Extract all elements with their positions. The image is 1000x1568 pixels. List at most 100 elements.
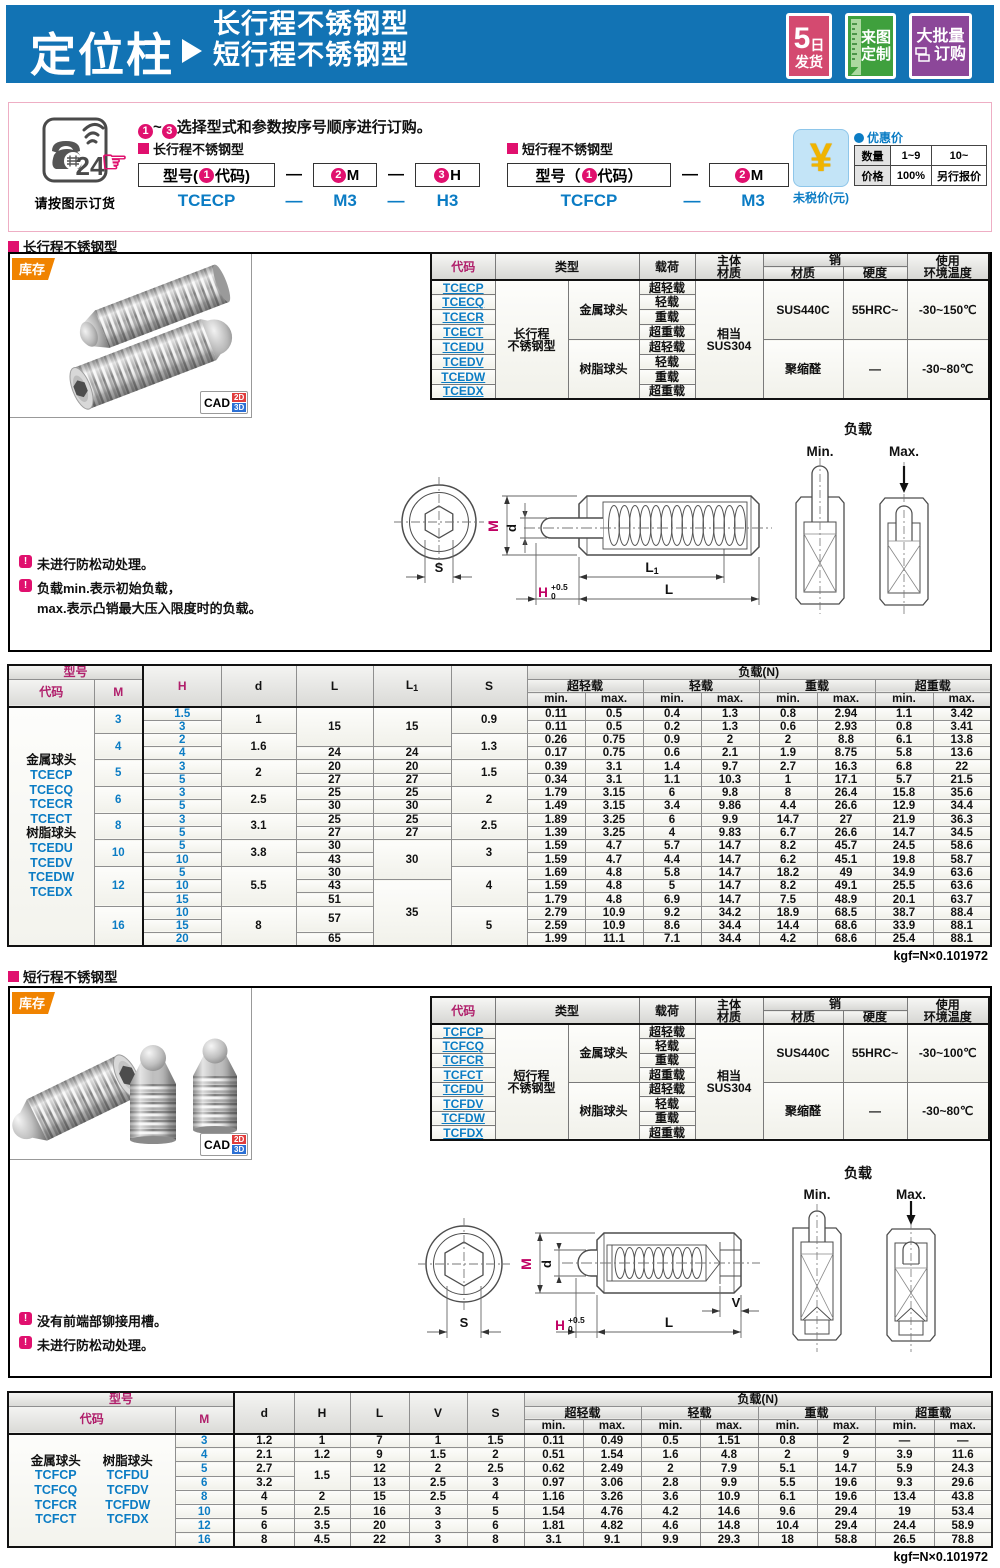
spec-load-cell: 超重载: [638, 324, 696, 341]
table-cell: 5: [233, 1503, 295, 1520]
product-code-link[interactable]: TCFDW: [105, 1497, 151, 1512]
product-code-link[interactable]: TCECQ: [29, 782, 74, 797]
cad-3d-tag[interactable]: 3D: [232, 403, 247, 412]
table-cell: 8: [220, 905, 297, 947]
table-cell: 4.6: [640, 1518, 701, 1534]
table-cell: 1.59: [526, 879, 586, 894]
product-code-link[interactable]: TCFDV: [106, 1482, 149, 1497]
product-code-link[interactable]: TCFCR: [34, 1497, 77, 1512]
product-code-link[interactable]: TCEDX: [442, 384, 484, 399]
svg-text:Min.: Min.: [807, 444, 834, 459]
table-cell: 33.9: [874, 918, 934, 934]
product-code-link[interactable]: TCFCQ: [34, 1482, 78, 1497]
product-code-link[interactable]: TCEDW: [28, 870, 75, 885]
ball-type-label: 树脂球头: [26, 826, 77, 841]
discount-price-legend: 优惠价: [854, 129, 903, 146]
table-cell: 1.3: [700, 705, 760, 721]
table-cell: 1.3: [450, 732, 528, 761]
square-bullet-icon: [138, 143, 149, 154]
table-cell: 5: [142, 799, 222, 814]
product-code-link[interactable]: TCFDX: [106, 1512, 149, 1527]
table-cell: 0.11: [526, 705, 586, 721]
table-cell: 45.1: [816, 852, 876, 867]
table-cell: 9.6: [757, 1503, 818, 1520]
table-cell: 12: [349, 1461, 410, 1477]
product-code-link[interactable]: TCFDX: [443, 1125, 484, 1140]
product-code-link[interactable]: TCECP: [442, 280, 484, 295]
table-cell: —: [933, 1432, 993, 1449]
price-tier-table: 数量 1~9 10~ 价格 100% 另行报价: [854, 145, 987, 186]
product-code-link[interactable]: TCFDV: [443, 1096, 484, 1111]
product-code-link[interactable]: TCEDX: [30, 884, 73, 899]
product-code-link[interactable]: TCEDV: [442, 354, 484, 369]
table-cell: 4.82: [582, 1518, 642, 1534]
spec-type-cell: 长行程不锈钢型: [494, 278, 569, 400]
table-cell: 15: [142, 892, 222, 907]
table-cell: 27: [816, 812, 876, 827]
table-cell: 0.51: [523, 1447, 584, 1463]
header-min: min.: [526, 692, 586, 707]
table-cell: 1.5: [450, 759, 528, 787]
product-code-link[interactable]: TCECP: [30, 768, 73, 782]
cad-3d-tag[interactable]: 3D: [232, 1145, 247, 1154]
product-code-link[interactable]: TCFCT: [443, 1067, 483, 1082]
product-code-link[interactable]: TCFDU: [106, 1468, 149, 1483]
product-code-link[interactable]: TCECT: [30, 811, 73, 826]
table-cell: 2.5: [466, 1461, 525, 1477]
product-code-link[interactable]: TCECT: [443, 325, 484, 340]
product-code-link[interactable]: TCFCT: [35, 1512, 77, 1527]
spec-code-cell: TCEDW: [430, 368, 496, 385]
product-code-link[interactable]: TCFDW: [441, 1111, 485, 1126]
circled-2-icon: 2: [330, 167, 346, 183]
table-cell: 26.4: [816, 785, 876, 801]
product-code-link[interactable]: TCFCR: [442, 1053, 484, 1068]
table-cell: 3.15: [584, 799, 644, 814]
table-cell: 21.5: [932, 772, 992, 787]
table-cell: —: [874, 1432, 935, 1449]
spec-code-cell: TCFDW: [430, 1110, 496, 1126]
product-code-link[interactable]: TCEDU: [442, 340, 484, 354]
technical-drawing-long: S M: [394, 422, 929, 615]
table-cell: 15: [349, 1489, 410, 1505]
product-code-link[interactable]: TCEDV: [30, 855, 73, 870]
table-cell: 68.6: [816, 918, 876, 934]
table-cell: 0.5: [584, 719, 644, 734]
table-cell: 34.4: [700, 932, 760, 947]
header-load-n: 负载(N): [523, 1391, 993, 1407]
product-code-link[interactable]: TCECQ: [442, 295, 485, 310]
table-cell: 4: [142, 746, 222, 761]
square-bullet-icon: [8, 240, 19, 252]
product-code-link[interactable]: TCEDU: [29, 840, 73, 855]
product-code-link[interactable]: TCECR: [29, 797, 73, 812]
product-code-link[interactable]: TCFCQ: [442, 1038, 484, 1053]
product-code-link[interactable]: TCEDW: [441, 369, 486, 384]
spec-pin-hardness-cell: 55HRC~: [842, 1023, 908, 1083]
badge-custom-made: 来图 定制: [845, 13, 896, 79]
cad-2d-tag[interactable]: 2D: [232, 1135, 247, 1144]
header-load-group: 超重载: [874, 1405, 993, 1420]
table-cell: 25: [295, 812, 374, 827]
table-cell: 1: [220, 705, 297, 734]
spec-ball-type-cell: 树脂球头: [567, 339, 640, 400]
cad-2d-tag[interactable]: 2D: [232, 393, 247, 402]
table-cell: 0.26: [526, 732, 586, 748]
header-code: 代码: [7, 678, 95, 707]
table-cell: 2: [220, 759, 297, 787]
product-code-link[interactable]: TCFCP: [34, 1468, 77, 1483]
product-code-link[interactable]: TCFDU: [442, 1082, 484, 1097]
product-code-link[interactable]: TCFCP: [443, 1024, 484, 1039]
product-code-link[interactable]: TCECR: [442, 310, 484, 325]
table-cell: 0.2: [642, 719, 702, 734]
